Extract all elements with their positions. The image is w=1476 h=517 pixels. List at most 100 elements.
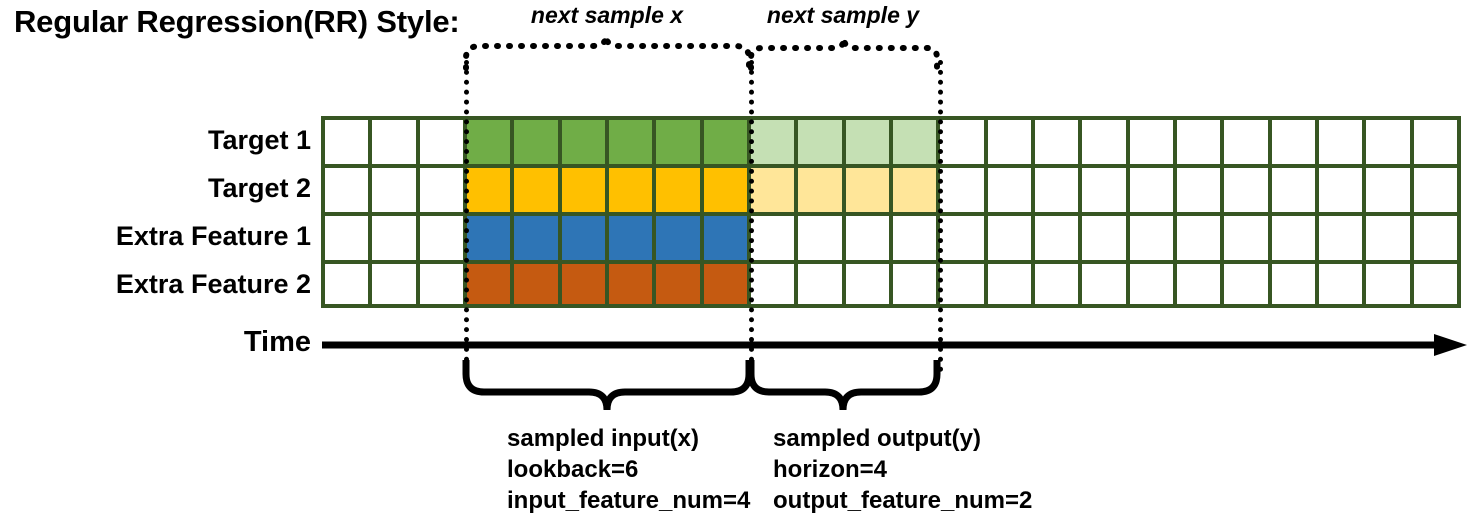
grid-cell-r1-c6 bbox=[608, 168, 653, 212]
guide-line-input-end bbox=[749, 60, 754, 372]
grid-cell-r2-c18 bbox=[1176, 216, 1221, 260]
guide-line-input-start bbox=[464, 60, 469, 372]
grid-cell-r1-c0 bbox=[325, 168, 369, 212]
grid-cell-r2-c2 bbox=[419, 216, 463, 260]
grid-cell-r2-c3 bbox=[466, 216, 511, 260]
grid-cell-r1-c17 bbox=[1129, 168, 1173, 212]
grid-row-target-2 bbox=[321, 164, 1461, 212]
sampled-input-line-1: sampled input(x) bbox=[507, 425, 700, 452]
grid-cell-r2-c15 bbox=[1034, 216, 1079, 260]
timeseries-grid bbox=[321, 116, 1461, 308]
grid-cell-r1-c15 bbox=[1034, 168, 1079, 212]
guide-line-output-end bbox=[938, 60, 943, 372]
row-label-column: Target 1 Target 2 Extra Feature 1 Extra … bbox=[0, 116, 311, 308]
grid-cell-r0-c1 bbox=[372, 120, 416, 164]
grid-cell-r3-c17 bbox=[1129, 264, 1173, 304]
grid-cell-r2-c23 bbox=[1413, 216, 1457, 260]
sampled-input-line-3: input_feature_num=4 bbox=[507, 487, 751, 515]
grid-cell-r1-c19 bbox=[1224, 168, 1268, 212]
grid-cell-r3-c20 bbox=[1271, 264, 1315, 304]
grid-cell-r1-c8 bbox=[703, 168, 747, 212]
grid-cell-r2-c19 bbox=[1224, 216, 1268, 260]
grid-cell-r1-c5 bbox=[561, 168, 605, 212]
grid-cell-r0-c12 bbox=[892, 120, 937, 164]
grid-cell-r1-c1 bbox=[372, 168, 416, 212]
page-title: Regular Regression(RR) Style: bbox=[14, 4, 460, 39]
annotation-next-sample-x: next sample x bbox=[530, 2, 684, 28]
grid-cell-r2-c11 bbox=[845, 216, 889, 260]
grid-cell-r2-c4 bbox=[514, 216, 558, 260]
grid-cell-r3-c15 bbox=[1034, 264, 1079, 304]
grid-row-extra-feature-2 bbox=[321, 260, 1461, 308]
grid-cell-r0-c14 bbox=[987, 120, 1031, 164]
row-label-target-2: Target 2 bbox=[207, 173, 311, 203]
grid-cell-r3-c7 bbox=[656, 264, 700, 304]
grid-cell-r3-c23 bbox=[1413, 264, 1457, 304]
grid-cell-r1-c7 bbox=[656, 168, 700, 212]
grid-cell-r3-c13 bbox=[940, 264, 984, 304]
grid-cell-r1-c13 bbox=[940, 168, 984, 212]
grid-cell-r0-c2 bbox=[419, 120, 463, 164]
grid-cell-r2-c1 bbox=[372, 216, 416, 260]
grid-cell-r0-c18 bbox=[1176, 120, 1221, 164]
grid-cell-r2-c16 bbox=[1082, 216, 1126, 260]
grid-cell-r1-c18 bbox=[1176, 168, 1221, 212]
grid-cell-r2-c6 bbox=[608, 216, 653, 260]
grid-cell-r1-c11 bbox=[845, 168, 889, 212]
grid-cell-r3-c10 bbox=[798, 264, 842, 304]
grid-cell-r1-c16 bbox=[1082, 168, 1126, 212]
grid-cell-r0-c10 bbox=[798, 120, 842, 164]
grid-cell-r1-c20 bbox=[1271, 168, 1315, 212]
grid-cell-r0-c5 bbox=[561, 120, 605, 164]
grid-cell-r3-c5 bbox=[561, 264, 605, 304]
grid-cell-r3-c18 bbox=[1176, 264, 1221, 304]
grid-cell-r0-c15 bbox=[1034, 120, 1079, 164]
grid-cell-r3-c4 bbox=[514, 264, 558, 304]
grid-cell-r3-c19 bbox=[1224, 264, 1268, 304]
grid-cell-r0-c9 bbox=[750, 120, 795, 164]
row-label-target-1: Target 1 bbox=[207, 125, 311, 155]
grid-cell-r3-c12 bbox=[892, 264, 937, 304]
grid-cell-r2-c0 bbox=[325, 216, 369, 260]
grid-cell-r0-c20 bbox=[1271, 120, 1315, 164]
sampled-output-line-1: sampled output(y) bbox=[773, 425, 981, 452]
grid-cell-r2-c13 bbox=[940, 216, 984, 260]
grid-cell-r1-c4 bbox=[514, 168, 558, 212]
grid-cell-r1-c21 bbox=[1318, 168, 1363, 212]
sampled-input-line-2: lookback=6 bbox=[507, 456, 639, 484]
grid-cell-r2-c22 bbox=[1366, 216, 1410, 260]
grid-cell-r0-c13 bbox=[940, 120, 984, 164]
grid-cell-r3-c3 bbox=[466, 264, 511, 304]
grid-row-target-1 bbox=[321, 116, 1461, 164]
sampled-output-line-2: horizon=4 bbox=[773, 456, 888, 484]
grid-cell-r2-c8 bbox=[703, 216, 747, 260]
row-label-extra-feature-1: Extra Feature 1 bbox=[115, 221, 311, 251]
grid-cell-r2-c7 bbox=[656, 216, 700, 260]
time-axis-arrow bbox=[322, 334, 1467, 356]
grid-cell-r0-c6 bbox=[608, 120, 653, 164]
grid-cell-r3-c11 bbox=[845, 264, 889, 304]
grid-cell-r0-c17 bbox=[1129, 120, 1173, 164]
grid-cell-r3-c8 bbox=[703, 264, 747, 304]
grid-cell-r0-c4 bbox=[514, 120, 558, 164]
grid-cell-r2-c10 bbox=[798, 216, 842, 260]
grid-cell-r0-c23 bbox=[1413, 120, 1457, 164]
grid-cell-r0-c7 bbox=[656, 120, 700, 164]
grid-cell-r3-c14 bbox=[987, 264, 1031, 304]
grid-cell-r3-c16 bbox=[1082, 264, 1126, 304]
grid-cell-r3-c6 bbox=[608, 264, 653, 304]
grid-cell-r1-c23 bbox=[1413, 168, 1457, 212]
grid-cell-r1-c3 bbox=[466, 168, 511, 212]
grid-cell-r0-c16 bbox=[1082, 120, 1126, 164]
grid-cell-r3-c1 bbox=[372, 264, 416, 304]
grid-cell-r3-c2 bbox=[419, 264, 463, 304]
grid-cell-r1-c10 bbox=[798, 168, 842, 212]
grid-cell-r2-c17 bbox=[1129, 216, 1173, 260]
grid-cell-r0-c22 bbox=[1366, 120, 1410, 164]
time-axis-label: Time bbox=[243, 326, 311, 358]
grid-cell-r0-c19 bbox=[1224, 120, 1268, 164]
grid-cell-r2-c21 bbox=[1318, 216, 1363, 260]
annotation-next-sample-y: next sample y bbox=[766, 2, 920, 28]
grid-cell-r0-c11 bbox=[845, 120, 889, 164]
grid-cell-r1-c9 bbox=[750, 168, 795, 212]
